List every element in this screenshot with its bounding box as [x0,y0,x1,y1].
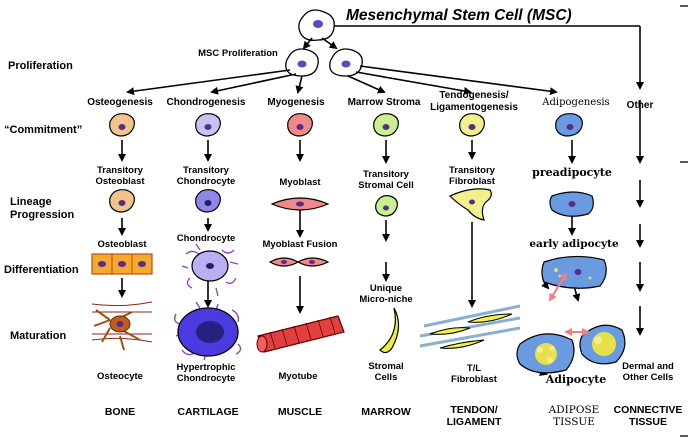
label-osteocyte: Osteocyte [97,371,143,382]
proliferation-arrows [126,25,644,96]
label-tl-fibroblast: T/L Fibroblast [451,363,497,385]
tl-fibroblast-cells [419,304,521,349]
osteoblast-layer [91,253,153,275]
myoblast-fusion-cells [268,257,330,267]
msc-cell-right [329,48,363,77]
tissue-bone: BONE [104,406,136,418]
label-stromal-cells: Stromal Cells [368,361,404,383]
label-preadipocyte: preadipocyte [532,166,612,179]
label-chondrocyte: Chondrocyte [176,233,236,244]
label-transitory-fibroblast: Transitory Fibroblast [449,165,495,187]
myotube-cell [256,315,345,353]
header-marrow-stroma: Marrow Stroma [347,97,421,108]
tissue-connective: CONNECTIVE TISSUE [613,404,683,429]
early-adipocyte-cell [541,255,607,289]
label-adipocyte: Adipocyte [545,373,607,386]
row-label-maturation: Maturation [10,330,67,342]
row-label-lineage-progression: Lineage Progression [10,196,75,221]
label-myotube: Myotube [278,371,318,382]
osteocyte-cell [91,301,153,351]
header-other: Other [626,100,654,111]
label-myoblast: Myoblast [279,177,321,188]
label-transitory-stromal-cell: Transitory Stromal Cell [358,169,414,191]
adipocyte-cells [516,272,626,374]
tissue-cartilage: CARTILAGE [177,406,239,418]
chondrocyte-cell [181,243,239,297]
label-early-adipocyte: early adipocyte [529,238,619,250]
msc-cell-top [298,9,335,41]
commit-cell-marrow [373,113,399,137]
diagram-title: Mesenchymal Stem Cell (MSC) [346,7,572,24]
row-label-commitment: “Commitment” [4,124,83,136]
msc-proliferation-label: MSC Proliferation [198,48,278,59]
label-dermal-other-cells: Dermal and Other Cells [622,361,674,383]
row-label-proliferation: Proliferation [8,60,73,72]
tissue-tendon-ligament: TENDON/ LIGAMENT [446,404,502,429]
header-osteogenesis: Osteogenesis [87,97,153,108]
commit-cell-adipose [555,113,583,137]
myoblast-cell [270,197,330,211]
label-transitory-chondrocyte: Transitory Chondrocyte [176,165,236,187]
preadipocyte-cell [549,191,594,217]
hypertrophic-chondrocyte-cell [173,301,242,361]
tissue-adipose: ADIPOSE TISSUE [548,404,600,429]
label-unique-micro-niche: Unique Micro-niche [359,283,413,305]
commit-cell-muscle [287,113,313,137]
commit-cell-bone [109,113,135,137]
header-myogenesis: Myogenesis [267,97,325,108]
transitory-stromal-cell [375,195,398,217]
label-transitory-osteoblast: Transitory Osteoblast [95,165,145,187]
msc-cell-left [285,48,319,77]
commit-cell-cartilage [195,113,221,137]
header-chondrogenesis: Chondrogenesis [166,97,246,108]
row-label-differentiation: Differentiation [4,264,79,276]
tissue-muscle: MUSCLE [277,406,323,418]
label-myoblast-fusion: Myoblast Fusion [262,239,338,250]
tissue-marrow: MARROW [361,406,411,418]
header-tendogenesis: Tendogenesis/ Ligamentogenesis [430,90,518,113]
margin-ticks [680,5,688,437]
transitory-fibroblast-cell [448,188,492,221]
stromal-cell [379,307,400,354]
commit-cell-tendon [459,113,485,137]
transitory-osteoblast-cell [109,189,135,213]
label-osteoblast: Osteoblast [97,239,147,250]
transitory-chondrocyte-cell [195,189,221,213]
label-hypertrophic-chondrocyte: Hypertrophic Chondrocyte [176,362,236,384]
header-adipogenesis: Adipogenesis [542,97,610,108]
